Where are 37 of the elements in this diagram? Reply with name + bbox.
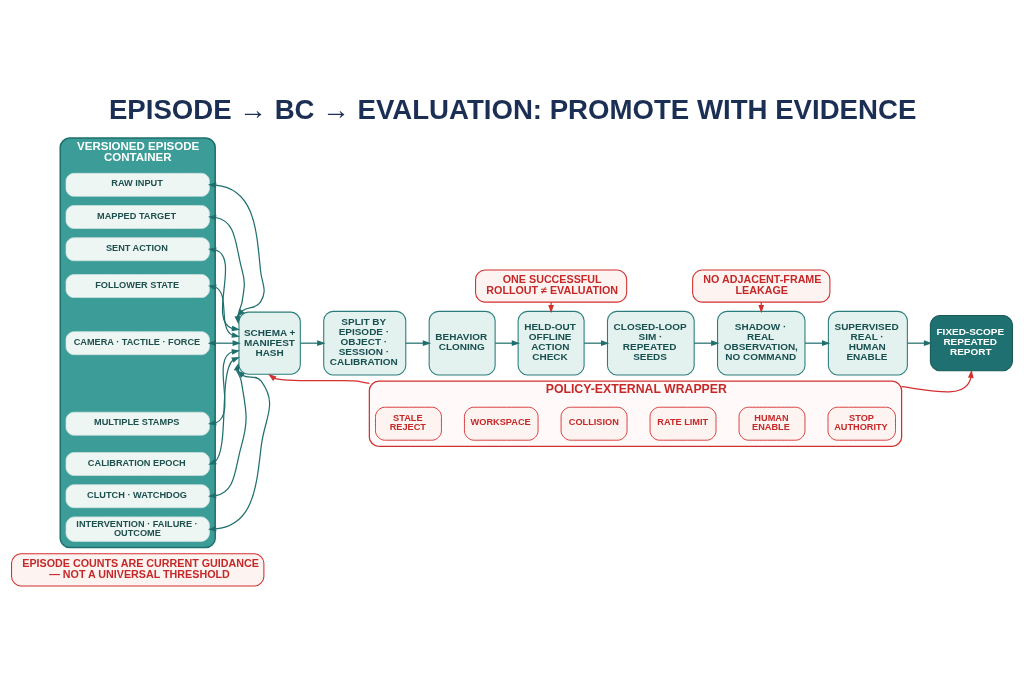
arrow (208, 356, 240, 465)
node-box: FOLLOWER STATE (65, 273, 210, 298)
node-box: SCHEMA + MANIFEST HASH (238, 311, 301, 375)
arrow (207, 246, 241, 331)
node-box: MULTIPLE STAMPS (65, 411, 210, 436)
node-box: HUMAN ENABLE (738, 406, 806, 441)
node-box: SUPERVISED REAL · HUMAN ENABLE (827, 310, 908, 376)
node-box: RATE LIMIT (649, 406, 717, 441)
node-box: CLUTCH · WATCHDOG (65, 483, 210, 508)
node-box: CAMERA · TACTILE · FORCE (65, 330, 210, 355)
node-box: NO ADJACENT-FRAME LEAKAGE (692, 268, 831, 303)
arrow (268, 373, 370, 384)
arrow (758, 301, 765, 313)
node-box: ONE SUCCESSFUL ROLLOUT ≠ EVALUATION (475, 268, 628, 303)
node-box: CALIBRATION EPOCH (65, 451, 210, 476)
node-box: BEHAVIOR CLONING (428, 310, 496, 376)
arrow (207, 362, 247, 499)
node-box: STALE REJECT (375, 406, 442, 441)
node-box: EPISODE COUNTS ARE CURRENT GUIDANCE — NOT A UNIVERSAL THRESHOLD (11, 552, 265, 586)
arrow (208, 283, 240, 338)
node-box: INTERVENTION · FAILURE · OUTCOME (65, 516, 210, 542)
node-box: COLLISION (560, 406, 628, 441)
diagram-title: EPISODE → BC → EVALUATION: PROMOTE WITH EVIDENCE (108, 93, 917, 125)
node-box: RAW INPUT (65, 172, 210, 197)
arrow (207, 348, 241, 426)
node-box: SPLIT BY EPISODE · OBJECT · SESSION · CALIBRATION (323, 310, 407, 376)
node-box: CLOSED-LOOP SIM · REPEATED SEEDS (606, 310, 695, 376)
node-box: FIXED-SCOPE REPEATED REPORT (929, 314, 1013, 371)
node-box: MAPPED TARGET (65, 204, 210, 229)
node-box: SENT ACTION (65, 236, 210, 261)
arrow (901, 369, 974, 393)
node-box: STOP AUTHORITY (827, 406, 896, 441)
arrow (548, 301, 554, 313)
node-box: WORKSPACE (464, 406, 539, 441)
arrow (207, 369, 271, 532)
node-box: HELD-OUT OFFLINE ACTION CHECK (517, 310, 585, 376)
node-box: SHADOW · REAL OBSERVATION, NO COMMAND (717, 310, 806, 376)
